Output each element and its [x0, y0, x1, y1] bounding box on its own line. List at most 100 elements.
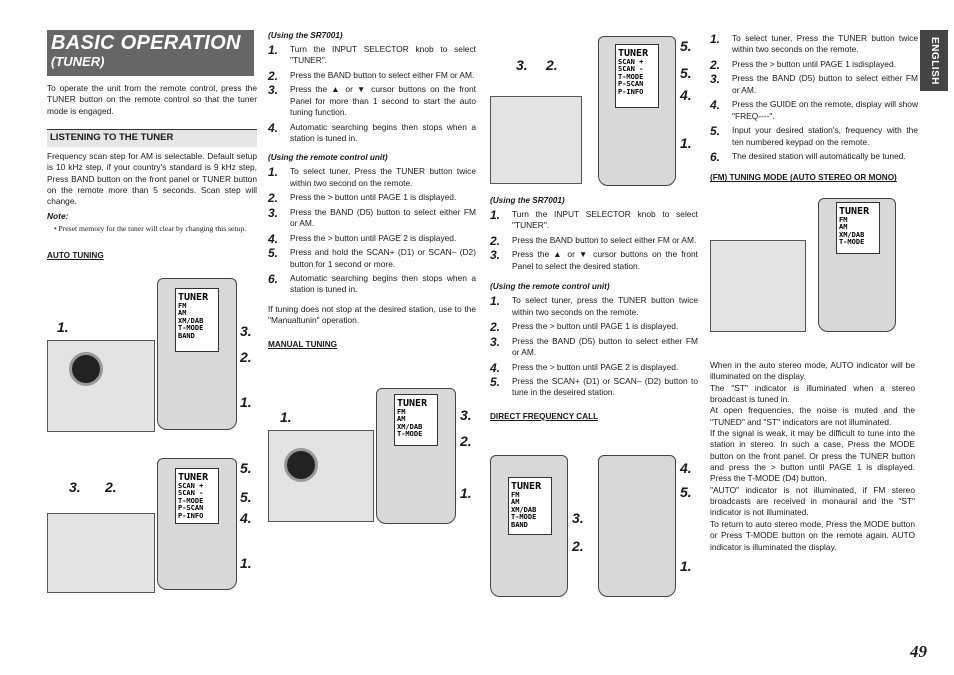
input-selector-knob-icon [284, 448, 318, 482]
fm-mode-heading: (FM) TUNING MODE (AUTO STEREO OR MONO) [710, 173, 897, 183]
step-item: 1.To select tuner, press the TUNER butto… [490, 294, 698, 317]
remote-control-right [598, 455, 676, 597]
step-item: 4.Press the > button until PAGE 2 is dis… [268, 231, 457, 246]
step-item: 1.Turn the INPUT SELECTOR knob to select… [268, 43, 476, 66]
step-item: 4.Press the GUIDE on the remote, display… [710, 98, 918, 121]
receiver-front-panel [710, 240, 806, 332]
fm-para: The "ST" indicator is illuminated when a… [710, 382, 915, 405]
callout-1: 1. [57, 319, 69, 335]
page-number: 49 [910, 642, 927, 661]
note-title: Note: [47, 210, 69, 221]
step-item: 3.Press the ▲ or ▼ cursor buttons on the… [490, 248, 698, 271]
callout-4: 4. [680, 460, 692, 476]
fm-para: "AUTO" indicator is not illuminated, if … [710, 484, 915, 518]
receiver-front-panel [47, 513, 155, 593]
note-item: • Preset memory for the tuner will clear… [54, 223, 247, 233]
callout-3: 3. [572, 510, 584, 526]
step-item: 2.Press the BAND button to select either… [490, 233, 697, 248]
receiver-front-panel [490, 96, 582, 184]
title-sub: (TUNER) [51, 54, 105, 69]
fm-mode-text: When in the auto stereo mode, AUTO indic… [710, 356, 915, 553]
step-item: 2.Press the > button until PAGE 1 isdisp… [710, 57, 896, 72]
callout-4: 4. [240, 510, 252, 526]
manual-sr-steps: 1.Turn the INPUT SELECTOR knob to select… [490, 208, 698, 272]
step-item: 1.Turn the INPUT SELECTOR knob to select… [490, 208, 698, 231]
title-main: BASIC OPERATION [51, 32, 241, 54]
callout-2: 2. [572, 538, 584, 554]
section-heading: LISTENING TO THE TUNER [47, 129, 257, 147]
callout-2: 2. [105, 479, 117, 495]
callout-1: 1. [680, 558, 692, 574]
remote-heading: (Using the remote control unit) [490, 282, 610, 292]
callout-3: 3. [69, 479, 81, 495]
input-selector-knob-icon [69, 352, 103, 386]
step-item: 4.Press the > button until PAGE 2 is dis… [490, 360, 679, 375]
step-item: 2.Press the > button until PAGE 1 is dis… [490, 320, 679, 335]
step-item: 2.Press the > button until PAGE 1 is dis… [268, 191, 457, 206]
sr-heading: (Using the SR7001) [490, 196, 565, 205]
step-item: 4.Automatic searching begins then stops … [268, 120, 476, 144]
step-item: 3.Press the BAND (D5) button to select e… [490, 334, 698, 357]
column-2: (Using the SR7001) 1.Turn the INPUT SELE… [268, 30, 476, 350]
step-item: 3.Press the ▲ or ▼ cursor buttons on the… [268, 83, 476, 118]
step-item: 2.Press the BAND button to select either… [268, 68, 475, 83]
step-item: 5.Press the SCAN+ (D1) or SCAN– (D2) but… [490, 375, 698, 398]
callout-3: 3. [516, 57, 528, 73]
direct-call-steps: 1.To select tuner, Press the TUNER butto… [710, 32, 918, 165]
column-1: BASIC OPERATION (TUNER) To operate the u… [47, 30, 257, 261]
step-item: 6.Automatic searching begins then stops … [268, 272, 476, 295]
callout-2: 2. [240, 349, 252, 365]
callout-1b: 1. [460, 485, 472, 501]
remote-heading: (Using the remote control unit) [268, 153, 388, 163]
remote-control [598, 36, 676, 186]
callout-3: 3. [240, 323, 252, 339]
callout-5b: 5. [680, 65, 692, 81]
callout-5: 5. [680, 38, 692, 54]
auto-sr-steps: 1.Turn the INPUT SELECTOR knob to select… [268, 43, 476, 144]
fm-para: When in the auto stereo mode, AUTO indic… [710, 360, 915, 382]
fm-para: If the signal is weak, it may be difficu… [710, 428, 915, 484]
callout-1: 1. [240, 555, 252, 571]
column-4: 1.To select tuner, Press the TUNER butto… [710, 32, 918, 183]
step-item: 5.Input your desired station's, frequenc… [710, 124, 918, 147]
manual-remote-steps: 1.To select tuner, press the TUNER butto… [490, 294, 698, 399]
step-item: 5.Press and hold the SCAN+ (D1) or SCAN–… [268, 246, 476, 269]
auto-remote-steps: 1.To select tuner, Press the TUNER butto… [268, 165, 476, 295]
callout-2: 2. [460, 433, 472, 449]
fm-para: To return to auto stereo mode, Press the… [710, 518, 915, 552]
page-title: BASIC OPERATION (TUNER) [47, 30, 254, 76]
language-tab: ENGLISH [920, 30, 948, 91]
intro-text: To operate the unit from the remote cont… [47, 83, 257, 116]
step-item: 1.To select tuner, Press the TUNER butto… [710, 32, 918, 55]
callout-2: 2. [546, 57, 558, 73]
listening-para: Frequency scan step for AM is selectable… [47, 150, 257, 207]
callout-1: 1. [680, 135, 692, 151]
receiver-front-panel [47, 340, 155, 432]
step-item: 1.To select tuner, Press the TUNER butto… [268, 165, 476, 188]
direct-call-heading: DIRECT FREQUENCY CALL [490, 411, 599, 421]
callout-1: 1. [280, 409, 292, 425]
callout-1b: 1. [240, 394, 252, 410]
callout-3: 3. [460, 407, 472, 423]
auto-tuning-heading: AUTO TUNING [47, 251, 104, 261]
auto-footer: If tuning does not stop at the desired s… [268, 303, 476, 326]
sr-heading: (Using the SR7001) [268, 31, 343, 40]
manual-tuning-heading: MANUAL TUNING [268, 339, 337, 349]
step-item: 6.The desired station will automatically… [710, 150, 906, 165]
step-item: 3.Press the BAND (D5) button to select e… [268, 205, 476, 229]
callout-5b: 5. [240, 489, 252, 505]
callout-4: 4. [680, 87, 692, 103]
callout-5: 5. [680, 484, 692, 500]
